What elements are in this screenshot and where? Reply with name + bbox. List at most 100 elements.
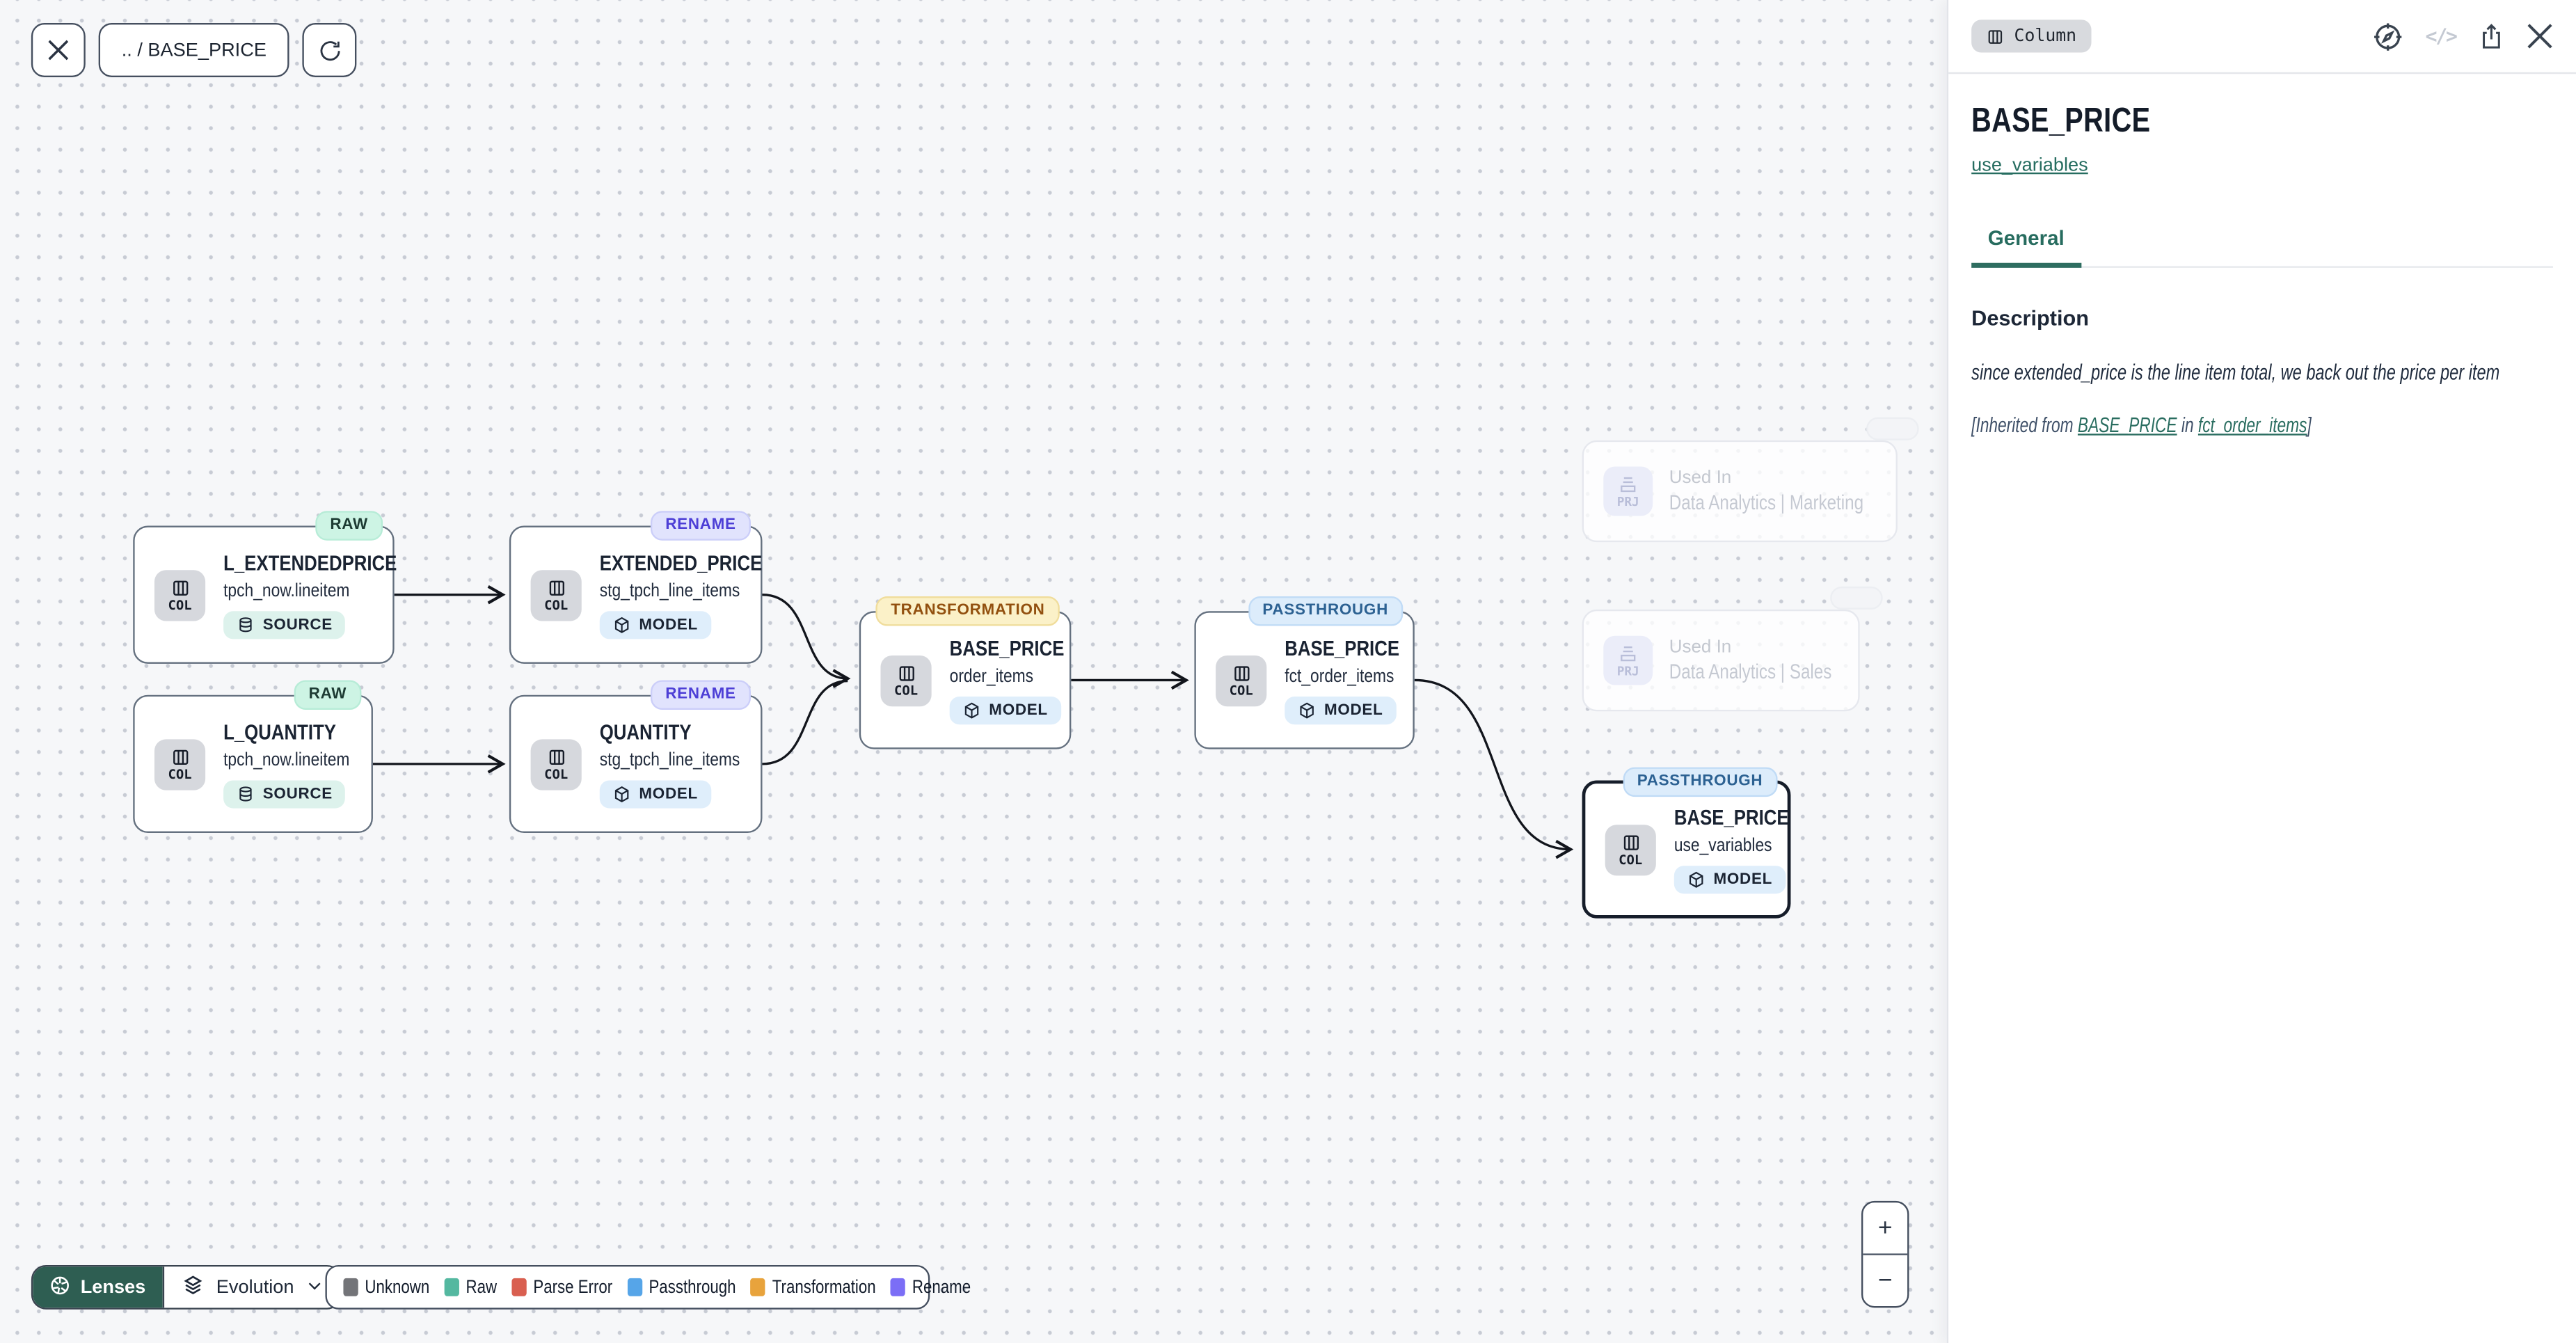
node-quantity[interactable]: RENAME COL QUANTITY stg_tpch_line_items … — [509, 680, 763, 834]
close-panel-button[interactable] — [2527, 23, 2553, 49]
lenses-button[interactable]: Lenses — [33, 1266, 162, 1308]
legend-swatch — [444, 1278, 459, 1296]
zoom-out-button[interactable]: − — [1863, 1253, 1908, 1306]
explore-compass-button[interactable] — [2373, 21, 2404, 52]
inherited-model-link[interactable]: fct_order_items — [2197, 412, 2307, 438]
close-icon — [47, 40, 69, 61]
column-icon-tile: COL — [154, 569, 206, 621]
columns-icon — [898, 665, 914, 681]
faded-lineage-badge — [1830, 586, 1883, 610]
canvas-toolbar: .. / BASE_PRICE — [31, 23, 357, 77]
chevron-down-icon — [305, 1276, 324, 1298]
legend-swatch — [627, 1278, 642, 1296]
legend-swatch — [750, 1278, 766, 1296]
close-lineage-button[interactable] — [31, 23, 86, 77]
project-icon-tile: PRJ — [1603, 635, 1653, 685]
columns-icon — [548, 749, 564, 764]
zoom-control: + − — [1861, 1200, 1909, 1308]
node-model-name: tpch_now.lineitem — [223, 750, 350, 770]
column-icon-tile: COL — [530, 569, 582, 621]
used-in-label: Used In — [1669, 468, 1732, 488]
legend-item: Transformation — [750, 1278, 876, 1297]
database-icon — [239, 786, 252, 802]
node-extended-price[interactable]: RENAME COL EXTENDED_PRICE stg_tpch_line_… — [509, 511, 763, 664]
lineage-kind-badge: PASSTHROUGH — [1248, 596, 1404, 626]
refresh-button[interactable] — [302, 23, 357, 77]
cube-icon — [1300, 702, 1314, 719]
node-title: BASE_PRICE — [1285, 636, 1400, 661]
cube-icon — [1689, 871, 1703, 888]
node-title: BASE_PRICE — [1673, 805, 1789, 830]
legend-swatch — [511, 1278, 527, 1296]
columns-icon — [1988, 29, 2003, 43]
details-panel: Column </> BASE_PRICE use_variables Gene… — [1946, 0, 2576, 1343]
node-l-quantity[interactable]: RAW COL L_QUANTITY tpch_now.lineitem SOU… — [133, 680, 373, 834]
lineage-kind-badge: RAW — [315, 511, 383, 540]
legend-item: Passthrough — [627, 1278, 736, 1297]
panel-tabs: General — [1971, 217, 2553, 268]
project-icon — [1621, 646, 1636, 661]
node-type-pill: MODEL — [1673, 865, 1786, 893]
share-button[interactable] — [2477, 22, 2505, 50]
lineage-kind-badge: RENAME — [651, 680, 751, 709]
close-icon — [2527, 24, 2552, 49]
node-model-name: stg_tpch_line_items — [599, 750, 740, 770]
column-icon-tile: COL — [1216, 654, 1267, 706]
panel-header: Column </> — [1948, 0, 2576, 74]
used-in-node-marketing[interactable]: PRJ Used In Data Analytics | Marketing — [1582, 440, 1898, 543]
used-in-name: Data Analytics | Sales — [1669, 660, 1832, 684]
cube-icon — [964, 702, 979, 719]
legend-item: Parse Error — [511, 1278, 612, 1297]
columns-icon — [172, 580, 188, 595]
zoom-in-button[interactable]: + — [1877, 1214, 1893, 1242]
legend-item: Raw — [444, 1278, 497, 1297]
tab-general[interactable]: General — [1971, 217, 2081, 268]
node-type-pill: MODEL — [1285, 696, 1397, 724]
aperture-icon — [49, 1274, 71, 1301]
column-icon-tile: COL — [1605, 824, 1656, 875]
lineage-kind-badge: RAW — [294, 680, 362, 709]
lens-mode-dropdown[interactable]: Evolution — [161, 1266, 340, 1308]
model-link[interactable]: use_variables — [1971, 156, 2088, 176]
node-base-price-fct-order-items[interactable]: PASSTHROUGH COL BASE_PRICE fct_order_ite… — [1194, 596, 1415, 749]
column-icon-tile: COL — [880, 654, 932, 706]
node-base-price-order-items[interactable]: TRANSFORMATION COL BASE_PRICE order_item… — [859, 596, 1072, 749]
inherited-column-link[interactable]: BASE_PRICE — [2077, 412, 2177, 438]
entity-type-badge: Column — [1971, 19, 2092, 53]
node-l-extendedprice[interactable]: RAW COL L_EXTENDEDPRICE tpch_now.lineite… — [133, 511, 397, 664]
layers-icon — [180, 1273, 205, 1302]
node-type-pill: SOURCE — [223, 610, 346, 639]
columns-icon — [548, 580, 564, 595]
node-model-name: stg_tpch_line_items — [599, 581, 740, 601]
legend-item: Rename — [890, 1278, 971, 1297]
node-title: EXTENDED_PRICE — [599, 550, 763, 575]
node-type-pill: MODEL — [599, 779, 711, 809]
panel-title: BASE_PRICE — [1971, 102, 2151, 140]
columns-icon — [1623, 834, 1638, 850]
columns-icon — [1234, 665, 1249, 681]
node-model-name: tpch_now.lineitem — [223, 581, 350, 601]
view-code-button[interactable]: </> — [2425, 24, 2458, 48]
description-text: since extended_price is the line item to… — [1971, 360, 2500, 385]
node-base-price-use-variables[interactable]: PASSTHROUGH COL BASE_PRICE use_variables… — [1582, 767, 1791, 919]
legend-swatch — [890, 1278, 906, 1296]
share-icon — [2483, 23, 2500, 48]
node-type-pill: MODEL — [599, 610, 711, 639]
legend-swatch — [343, 1278, 358, 1296]
node-type-pill: SOURCE — [223, 779, 346, 809]
node-model-name: fct_order_items — [1285, 667, 1394, 687]
project-icon — [1621, 477, 1636, 492]
used-in-node-sales[interactable]: PRJ Used In Data Analytics | Sales — [1582, 609, 1860, 712]
cube-icon — [614, 786, 629, 802]
lineage-legend: Unknown Raw Parse Error Passthrough Tran… — [325, 1264, 971, 1310]
column-icon-tile: COL — [530, 738, 582, 790]
lineage-kind-badge: RENAME — [651, 511, 751, 540]
breadcrumb[interactable]: .. / BASE_PRICE — [98, 23, 290, 77]
column-icon-tile: COL — [154, 738, 206, 790]
node-title: L_QUANTITY — [223, 720, 336, 745]
database-icon — [239, 617, 252, 632]
lineage-canvas[interactable]: .. / BASE_PRICE PRJ Used In Data Analyti… — [0, 0, 1947, 1343]
cube-icon — [614, 617, 629, 633]
lenses-control: Lenses Evolution — [31, 1264, 342, 1310]
node-title: L_EXTENDEDPRICE — [223, 550, 397, 575]
